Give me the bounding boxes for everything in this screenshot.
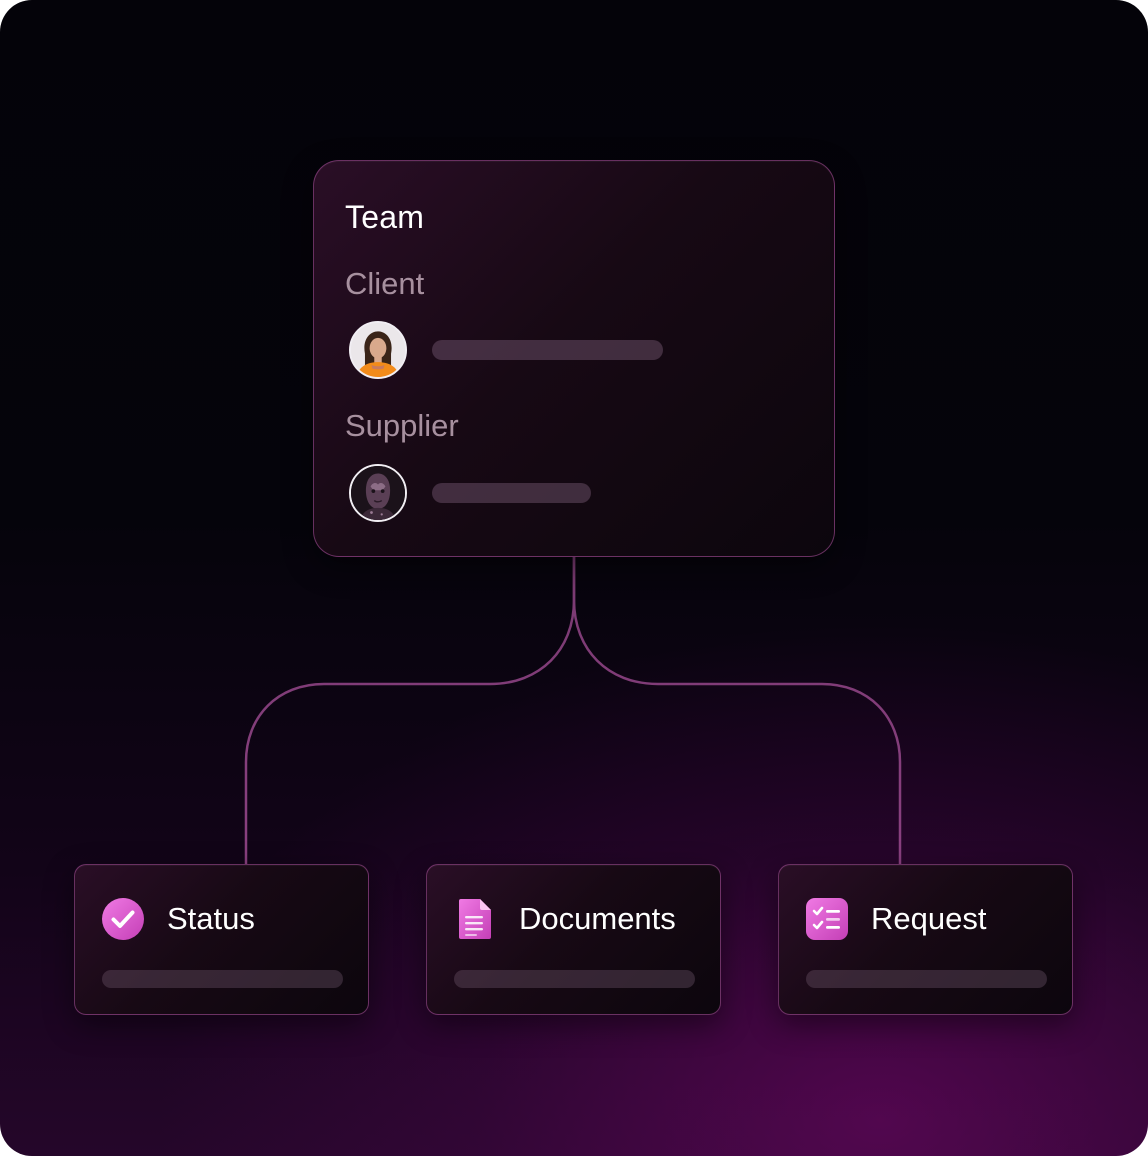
- check-circle-icon: [101, 897, 145, 941]
- team-title: Team: [345, 199, 425, 235]
- documents-card[interactable]: Documents: [426, 864, 721, 1015]
- client-name-placeholder: [432, 340, 663, 360]
- document-icon: [453, 897, 497, 941]
- checklist-icon: [805, 897, 849, 941]
- client-label: Client: [345, 266, 425, 301]
- request-placeholder: [806, 970, 1047, 988]
- client-avatar[interactable]: [349, 321, 407, 379]
- connector-to-status: [244, 557, 576, 864]
- request-card[interactable]: Request: [778, 864, 1073, 1015]
- request-label: Request: [871, 901, 987, 936]
- status-label: Status: [167, 901, 255, 936]
- documents-label: Documents: [519, 901, 676, 936]
- status-placeholder: [102, 970, 343, 988]
- documents-placeholder: [454, 970, 695, 988]
- connector-to-request: [572, 557, 902, 864]
- status-card[interactable]: Status: [74, 864, 369, 1015]
- supplier-name-placeholder: [432, 483, 591, 503]
- team-card[interactable]: Team Client Supplier: [313, 160, 835, 557]
- supplier-label: Supplier: [345, 408, 459, 443]
- supplier-avatar[interactable]: [349, 464, 407, 522]
